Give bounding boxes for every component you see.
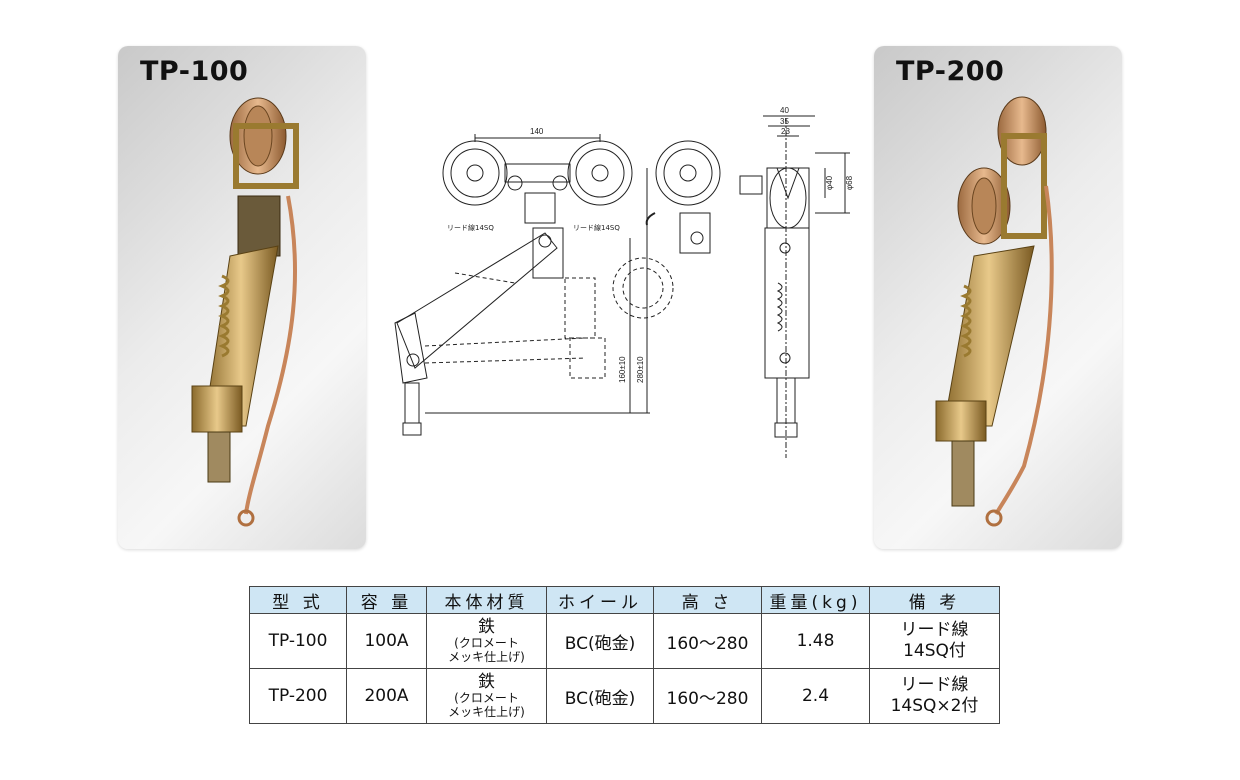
technical-drawing: 140 40 35 23 φ40 φ68 160±10 280±10 リード線1… <box>394 106 854 458</box>
table-row: TP-200 200A 鉄 (クロメート メッキ仕上げ) BC(砲金) 160〜… <box>249 668 1000 724</box>
material-main: 鉄 <box>478 672 495 692</box>
material-sub1: (クロメート <box>454 636 519 650</box>
lead-wire-label-left: リード線14SQ <box>447 223 494 232</box>
header-material: 本体材質 <box>426 586 547 614</box>
cell-weight: 1.48 <box>761 613 870 669</box>
cell-material: 鉄 (クロメート メッキ仕上げ) <box>426 668 547 724</box>
product-photo-tp200: TP-200 <box>874 46 1122 549</box>
dim-phi68: φ68 <box>845 175 854 190</box>
cell-weight: 2.4 <box>761 668 870 724</box>
note-line2: 14SQ×2付 <box>890 696 979 716</box>
material-sub1: (クロメート <box>454 691 519 705</box>
header-height: 高 さ <box>653 586 762 614</box>
note-line2: 14SQ付 <box>903 641 966 661</box>
model-label-tp100: TP-100 <box>140 56 249 87</box>
dim-40: 40 <box>780 106 789 115</box>
dim-height-280: 280±10 <box>636 356 645 383</box>
table-row: TP-100 100A 鉄 (クロメート メッキ仕上げ) BC(砲金) 160〜… <box>249 613 1000 669</box>
dim-35: 35 <box>780 117 789 126</box>
header-capacity: 容 量 <box>346 586 427 614</box>
header-weight: 重量(kg) <box>761 586 870 614</box>
material-sub2: メッキ仕上げ) <box>448 705 525 719</box>
cell-model: TP-200 <box>249 668 347 724</box>
cell-capacity: 200A <box>346 668 427 724</box>
cell-capacity: 100A <box>346 613 427 669</box>
cell-model: TP-100 <box>249 613 347 669</box>
cell-wheel: BC(砲金) <box>546 613 654 669</box>
lead-wire-label-right: リード線14SQ <box>573 223 620 232</box>
dim-phi40: φ40 <box>825 175 834 190</box>
product-photo-tp100: TP-100 <box>118 46 366 549</box>
header-model: 型 式 <box>249 586 347 614</box>
cell-height: 160〜280 <box>653 668 762 724</box>
note-line1: リード線 <box>900 620 969 640</box>
cell-material: 鉄 (クロメート メッキ仕上げ) <box>426 613 547 669</box>
dim-height-160: 160±10 <box>618 356 627 383</box>
cell-notes: リード線 14SQ×2付 <box>869 668 1000 724</box>
material-main: 鉄 <box>478 617 495 637</box>
header-notes: 備 考 <box>869 586 1000 614</box>
cell-height: 160〜280 <box>653 613 762 669</box>
note-line1: リード線 <box>900 675 969 695</box>
material-sub2: メッキ仕上げ) <box>448 650 525 664</box>
header-wheel: ホイール <box>546 586 654 614</box>
trolley-photo-tp200 <box>935 96 1054 527</box>
cell-wheel: BC(砲金) <box>546 668 654 724</box>
spec-table: 型 式 容 量 本体材質 ホイール 高 さ 重量(kg) 備 考 TP-100 … <box>249 586 1000 724</box>
table-header-row: 型 式 容 量 本体材質 ホイール 高 さ 重量(kg) 備 考 <box>249 586 1000 614</box>
dim-23: 23 <box>781 127 790 136</box>
trolley-photo-tp100 <box>191 97 299 527</box>
dim-140: 140 <box>530 127 544 136</box>
cell-notes: リード線 14SQ付 <box>869 613 1000 669</box>
model-label-tp200: TP-200 <box>896 56 1005 87</box>
